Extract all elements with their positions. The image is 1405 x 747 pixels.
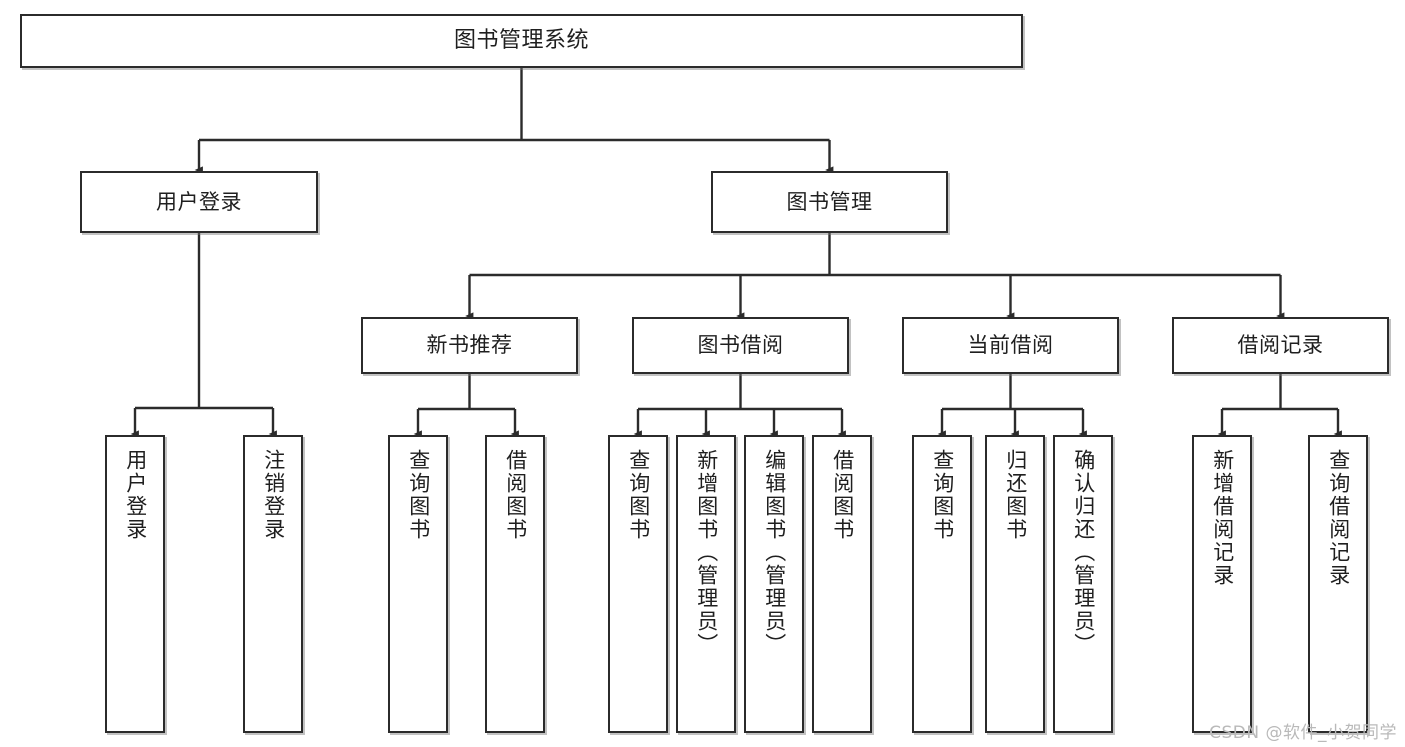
node-leaf-user-logout[interactable]: 注销登录 <box>243 435 303 733</box>
node-current[interactable]: 当前借阅 <box>902 317 1119 374</box>
node-label-borrow: 图书借阅 <box>697 333 784 358</box>
node-records[interactable]: 借阅记录 <box>1172 317 1389 374</box>
node-label-leaf-bo-borrow: 借阅图书 <box>830 449 855 541</box>
node-leaf-rec-query[interactable]: 查询借阅记录 <box>1308 435 1368 733</box>
node-label-leaf-nb-query: 查询图书 <box>406 449 431 541</box>
node-leaf-rec-add[interactable]: 新增借阅记录 <box>1192 435 1252 733</box>
node-label-leaf-bo-query: 查询图书 <box>626 449 651 541</box>
node-leaf-bo-borrow[interactable]: 借阅图书 <box>812 435 872 733</box>
node-leaf-bo-query[interactable]: 查询图书 <box>608 435 668 733</box>
node-label-root: 图书管理系统 <box>453 28 589 54</box>
node-label-leaf-rec-add: 新增借阅记录 <box>1210 449 1235 587</box>
node-label-records: 借阅记录 <box>1237 333 1324 358</box>
node-label-bookmgmt: 图书管理 <box>786 189 873 214</box>
node-label-leaf-nb-borrow: 借阅图书 <box>503 449 528 541</box>
node-label-current: 当前借阅 <box>967 333 1054 358</box>
node-label-leaf-cur-query: 查询图书 <box>930 449 955 541</box>
node-bookmgmt[interactable]: 图书管理 <box>711 171 948 233</box>
node-leaf-cur-return[interactable]: 归还图书 <box>985 435 1045 733</box>
node-leaf-nb-borrow[interactable]: 借阅图书 <box>485 435 545 733</box>
node-leaf-bo-add[interactable]: 新增图书（管理员） <box>676 435 736 733</box>
node-label-leaf-rec-query: 查询借阅记录 <box>1326 449 1351 587</box>
node-label-leaf-bo-edit: 编辑图书（管理员） <box>762 449 787 656</box>
node-leaf-cur-confirm[interactable]: 确认归还（管理员） <box>1053 435 1113 733</box>
node-login[interactable]: 用户登录 <box>80 171 318 233</box>
node-newbook[interactable]: 新书推荐 <box>361 317 578 374</box>
node-label-leaf-cur-confirm: 确认归还（管理员） <box>1071 449 1096 656</box>
node-leaf-cur-query[interactable]: 查询图书 <box>912 435 972 733</box>
node-label-leaf-bo-add: 新增图书（管理员） <box>694 449 719 656</box>
node-leaf-bo-edit[interactable]: 编辑图书（管理员） <box>744 435 804 733</box>
node-label-leaf-user-logout: 注销登录 <box>261 449 286 541</box>
node-root[interactable]: 图书管理系统 <box>20 14 1023 68</box>
node-label-leaf-user-login: 用户登录 <box>123 449 148 541</box>
node-label-leaf-cur-return: 归还图书 <box>1003 449 1028 541</box>
node-leaf-user-login[interactable]: 用户登录 <box>105 435 165 733</box>
node-borrow[interactable]: 图书借阅 <box>632 317 849 374</box>
node-leaf-nb-query[interactable]: 查询图书 <box>388 435 448 733</box>
node-label-login: 用户登录 <box>156 189 242 214</box>
csdn-watermark: CSDN @软件_小贺同学 <box>1209 723 1397 743</box>
node-label-newbook: 新书推荐 <box>426 333 513 358</box>
